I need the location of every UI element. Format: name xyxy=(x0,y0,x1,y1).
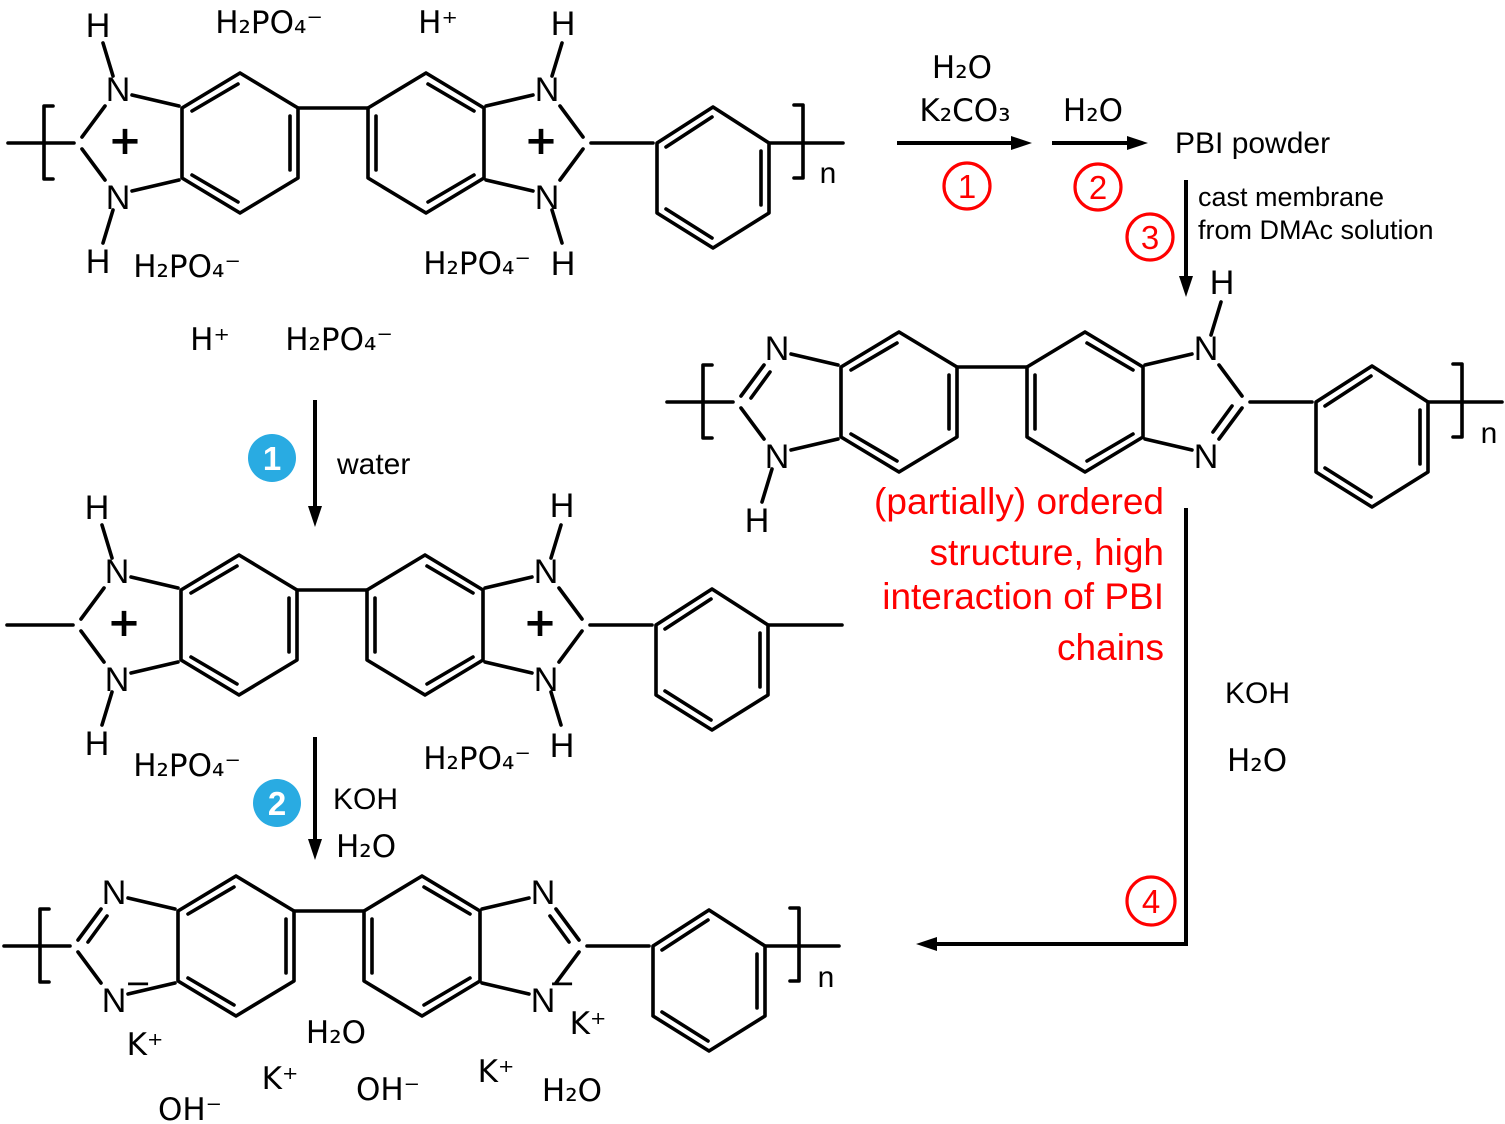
atom-n-label: N xyxy=(765,330,790,368)
reagent-h2o: H₂O xyxy=(932,50,992,86)
step3-arrowhead xyxy=(1179,276,1193,297)
reagent-k2co3: K₂CO₃ xyxy=(919,93,1010,129)
step2-blue-circle xyxy=(253,779,301,827)
step1-red-number: 1 xyxy=(958,168,976,205)
atom-n-label: N xyxy=(531,982,556,1020)
water-label: water xyxy=(336,448,410,481)
step4-arrow xyxy=(934,508,1188,946)
counterion-h-plus: H⁺ xyxy=(418,5,458,41)
repeat-unit-n: n xyxy=(820,157,837,190)
reagent-koh: KOH xyxy=(1225,677,1290,710)
solvent-h2o: H₂O xyxy=(542,1073,602,1109)
atom-h-label: H xyxy=(86,243,111,281)
structure-pbi-h3po4-top: N N N N H H H H + + n xyxy=(6,5,845,283)
atom-h-label: H xyxy=(550,487,575,525)
step1-blue-number: 1 xyxy=(263,440,281,477)
counterion-k-plus: K⁺ xyxy=(262,1061,299,1097)
solvent-h2o: H₂O xyxy=(306,1015,366,1051)
structure-pbi-h3po4-middle: N N N N H H H H + + xyxy=(5,487,844,765)
counterion-h2po4: H₂PO₄⁻ xyxy=(133,249,241,285)
atom-n-label: N xyxy=(102,874,127,912)
atom-n-label: N xyxy=(534,661,559,699)
atom-h-label: H xyxy=(85,725,110,763)
step1-arrowhead xyxy=(1011,136,1032,150)
counterion-h-plus: H⁺ xyxy=(190,322,230,358)
negative-charge: − xyxy=(125,964,152,1002)
step2-blue-number: 2 xyxy=(268,785,286,822)
water-arrowhead xyxy=(308,506,322,527)
reagent-h2o: H₂O xyxy=(336,829,396,865)
counterion-k-plus: K⁺ xyxy=(127,1027,164,1063)
cast-membrane-caption-line1: cast membrane xyxy=(1198,182,1384,212)
structure-pbi-potassium-salt: N N N N − − n xyxy=(2,874,841,1053)
counterion-h2po4: H₂PO₄⁻ xyxy=(423,741,531,777)
cast-membrane-caption-line2: from DMAc solution xyxy=(1198,215,1434,245)
structure-pbi-neutral: N N N N H H n xyxy=(665,264,1504,540)
repeat-unit-n: n xyxy=(1481,417,1498,450)
ordered-structure-note-line3: interaction of PBI xyxy=(882,576,1164,617)
atom-n-label: N xyxy=(531,874,556,912)
counterion-h2po4: H₂PO₄⁻ xyxy=(423,246,531,282)
counterion-k-plus: K⁺ xyxy=(478,1054,515,1090)
step2-arrowhead xyxy=(1127,136,1148,150)
negative-charge: − xyxy=(549,964,576,1002)
atom-h-label: H xyxy=(551,5,576,43)
positive-charge: + xyxy=(523,600,557,646)
atom-n-label: N xyxy=(765,438,790,476)
step4-arrowhead xyxy=(916,937,937,951)
atom-h-label: H xyxy=(551,245,576,283)
step2-red-circle xyxy=(1073,162,1123,212)
positive-charge: + xyxy=(524,118,558,164)
step3-red-circle xyxy=(1125,212,1175,262)
positive-charge: + xyxy=(107,600,141,646)
atom-n-label: N xyxy=(105,661,130,699)
ordered-structure-note-line1: (partially) ordered xyxy=(874,481,1164,522)
counterion-oh-minus: OH⁻ xyxy=(158,1092,222,1124)
step1-blue-circle xyxy=(248,434,296,482)
atom-h-label: H xyxy=(745,502,770,540)
counterion-oh-minus: OH⁻ xyxy=(356,1072,420,1108)
step4-red-number: 4 xyxy=(1142,883,1160,920)
reagent-h2o: H₂O xyxy=(1227,743,1287,779)
step1-red-circle xyxy=(942,161,992,211)
reagent-h2o: H₂O xyxy=(1063,93,1123,129)
counterion-h2po4: H₂PO₄⁻ xyxy=(133,748,241,784)
atom-n-label: N xyxy=(535,71,560,109)
atom-n-label: N xyxy=(102,982,127,1020)
pbi-powder-label: PBI powder xyxy=(1175,127,1330,160)
step4-red-circle xyxy=(1125,875,1177,927)
ordered-structure-note-line2: structure, high xyxy=(930,532,1164,573)
ordered-structure-note-line4: chains xyxy=(1057,627,1164,668)
reagent-koh: KOH xyxy=(333,783,398,816)
atom-n-label: N xyxy=(105,553,130,591)
repeat-unit-n: n xyxy=(818,961,835,994)
atom-n-label: N xyxy=(1194,330,1219,368)
koh-arrowhead xyxy=(308,839,322,860)
atom-n-label: N xyxy=(534,553,559,591)
positive-charge: + xyxy=(108,118,142,164)
atom-n-label: N xyxy=(535,179,560,217)
step2-red-number: 2 xyxy=(1089,169,1107,206)
atom-h-label: H xyxy=(1210,264,1235,302)
atom-h-label: H xyxy=(86,7,111,45)
atom-h-label: H xyxy=(550,727,575,765)
counterion-h2po4: H₂PO₄⁻ xyxy=(215,5,323,41)
atom-n-label: N xyxy=(106,179,131,217)
atom-h-label: H xyxy=(85,489,110,527)
atom-n-label: N xyxy=(1194,438,1219,476)
counterion-k-plus: K⁺ xyxy=(570,1006,607,1042)
counterion-h2po4: H₂PO₄⁻ xyxy=(285,322,393,358)
step3-red-number: 3 xyxy=(1141,219,1159,256)
atom-n-label: N xyxy=(106,71,131,109)
